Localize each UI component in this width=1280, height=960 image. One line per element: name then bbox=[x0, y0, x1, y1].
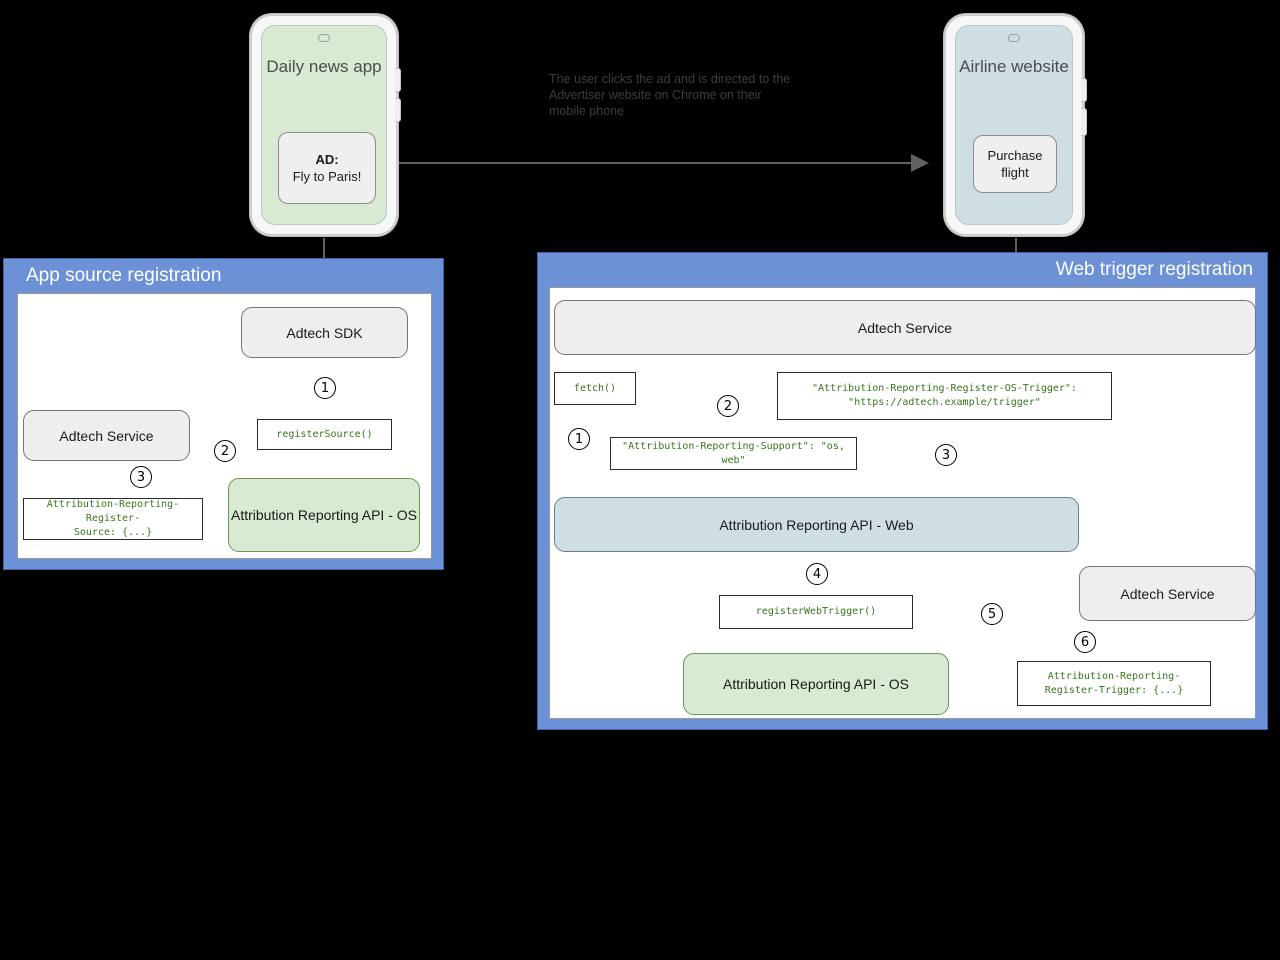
codebox-register-web-trigger-text: registerWebTrigger() bbox=[755, 606, 877, 617]
step-marker-5-right: 5 bbox=[981, 603, 1003, 625]
step-marker-3-right: 3 bbox=[935, 444, 957, 466]
phone-screen-daily-news: Daily news app AD: Fly to Paris! bbox=[261, 25, 387, 225]
step-2-right-label: 2 bbox=[723, 398, 733, 414]
phone-airline-website: Airline website Purchase flight bbox=[944, 14, 1087, 236]
step-marker-4-right: 4 bbox=[806, 563, 828, 585]
phone-daily-news-app: Daily news app AD: Fly to Paris! bbox=[250, 14, 401, 236]
phone-side-button-lower-right bbox=[1081, 108, 1087, 136]
node-ara-os-left-label: Attribution Reporting API - OS bbox=[231, 507, 417, 523]
node-adtech-service-bottom-right-label: Adtech Service bbox=[1120, 585, 1215, 602]
codebox-header-register-source-text: Attribution-Reporting-Register- Source: … bbox=[46, 499, 180, 538]
codebox-fetch: fetch() bbox=[554, 372, 636, 405]
node-adtech-service-top-right-label: Adtech Service bbox=[857, 319, 953, 336]
node-ara-os-left[interactable]: Attribution Reporting API - OS bbox=[228, 478, 420, 552]
step-2-left-label: 2 bbox=[220, 443, 230, 459]
step-marker-1-right: 1 bbox=[568, 428, 590, 450]
codebox-register-web-trigger: registerWebTrigger() bbox=[719, 595, 913, 629]
panel-app-source-title: App source registration bbox=[26, 265, 222, 286]
purchase-flight-line2: flight bbox=[1001, 165, 1029, 180]
codebox-register-source: registerSource() bbox=[257, 419, 392, 450]
phone-side-button-upper-right bbox=[1081, 78, 1087, 102]
codebox-fetch-text: fetch() bbox=[573, 382, 617, 394]
codebox-register-os-trigger: "Attribution-Reporting-Register-OS-Trigg… bbox=[777, 372, 1112, 420]
flow-caption: The user clicks the ad and is directed t… bbox=[549, 72, 791, 118]
codebox-attribution-reporting-support: "Attribution-Reporting-Support": "os, we… bbox=[610, 437, 857, 470]
node-adtech-service-left-label: Adtech Service bbox=[59, 427, 154, 444]
codebox-header-register-source: Attribution-Reporting-Register- Source: … bbox=[23, 498, 203, 540]
node-ara-os-right-label: Attribution Reporting API - OS bbox=[723, 676, 909, 692]
node-adtech-service-top-right[interactable]: Adtech Service bbox=[554, 300, 1256, 355]
node-ara-web[interactable]: Attribution Reporting API - Web bbox=[554, 497, 1079, 552]
ad-card-text: Fly to Paris! bbox=[292, 169, 362, 184]
step-marker-1-left: 1 bbox=[314, 377, 336, 399]
step-marker-2-left: 2 bbox=[214, 440, 236, 462]
step-marker-3-left: 3 bbox=[130, 466, 152, 488]
node-ara-os-right[interactable]: Attribution Reporting API - OS bbox=[683, 653, 949, 715]
node-adtech-service-left[interactable]: Adtech Service bbox=[23, 410, 190, 461]
ad-card-label: AD: bbox=[315, 152, 339, 167]
node-adtech-sdk[interactable]: Adtech SDK bbox=[241, 307, 408, 358]
phone-camera-icon bbox=[318, 34, 330, 42]
phone-screen-airline: Airline website Purchase flight bbox=[955, 25, 1073, 225]
step-marker-2-right: 2 bbox=[717, 395, 739, 417]
codebox-attribution-reporting-support-text: "Attribution-Reporting-Support": "os, we… bbox=[622, 440, 845, 466]
step-1-right-label: 1 bbox=[574, 431, 584, 447]
node-adtech-service-bottom-right[interactable]: Adtech Service bbox=[1079, 566, 1256, 621]
node-adtech-sdk-label: Adtech SDK bbox=[286, 324, 363, 341]
step-3-right-label: 3 bbox=[941, 447, 951, 463]
codebox-header-register-trigger-text: Attribution-Reporting- Register-Trigger:… bbox=[1044, 670, 1184, 696]
step-1-left-label: 1 bbox=[320, 380, 330, 396]
codebox-register-source-text: registerSource() bbox=[276, 428, 373, 440]
codebox-header-register-trigger: Attribution-Reporting- Register-Trigger:… bbox=[1017, 661, 1211, 706]
codebox-register-os-trigger-text: "Attribution-Reporting-Register-OS-Trigg… bbox=[812, 383, 1077, 408]
ad-card-fly-to-paris[interactable]: AD: Fly to Paris! bbox=[278, 132, 376, 204]
step-6-right-label: 6 bbox=[1080, 634, 1090, 650]
node-ara-web-label: Attribution Reporting API - Web bbox=[719, 516, 914, 533]
panel-web-trigger-title: Web trigger registration bbox=[1055, 259, 1253, 280]
purchase-flight-line1: Purchase bbox=[987, 148, 1043, 163]
phone-side-button-upper bbox=[395, 68, 401, 92]
daily-news-app-title: Daily news app bbox=[266, 57, 382, 76]
purchase-flight-button[interactable]: Purchase flight bbox=[973, 135, 1057, 193]
phone-camera-icon-right bbox=[1008, 34, 1020, 42]
step-5-right-label: 5 bbox=[987, 606, 997, 622]
step-marker-6-right: 6 bbox=[1074, 631, 1096, 653]
step-4-right-label: 4 bbox=[812, 566, 822, 582]
phone-side-button-lower bbox=[395, 98, 401, 122]
step-3-left-label: 3 bbox=[136, 469, 146, 485]
airline-website-title: Airline website bbox=[959, 57, 1069, 76]
